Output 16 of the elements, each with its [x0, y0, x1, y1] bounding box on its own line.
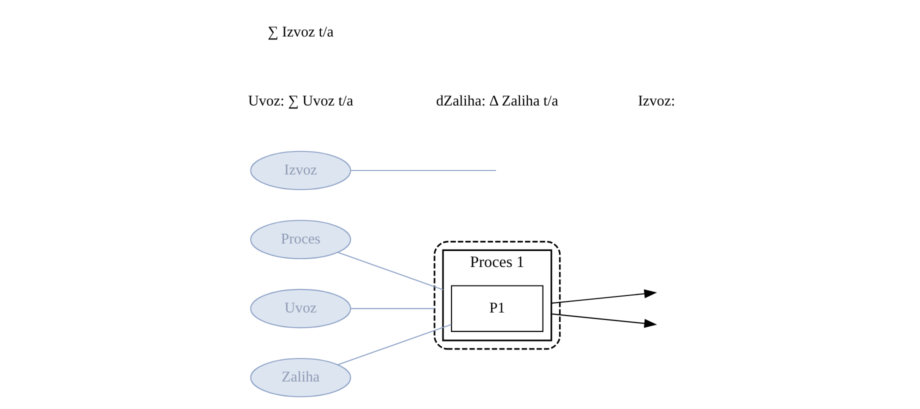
- connector: [350, 169, 496, 170]
- label: Izvoz:: [638, 92, 676, 109]
- node-ellipse: Uvoz: [250, 288, 352, 328]
- node-ellipse: Zaliha: [250, 357, 352, 397]
- connector: [350, 308, 434, 309]
- connector: [338, 251, 444, 290]
- label: ∑ Izvoz t/a: [268, 24, 334, 40]
- cluster: [434, 240, 561, 350]
- arrow: [551, 288, 657, 304]
- label: dZaliha: Δ Zaliha t/a: [436, 92, 558, 109]
- label: Uvoz: ∑ Uvoz t/a: [248, 92, 354, 109]
- node-ellipse: Izvoz: [250, 150, 352, 190]
- node-ellipse: Proces: [250, 219, 352, 259]
- node-box: P1: [450, 284, 544, 332]
- arrow: [551, 312, 657, 328]
- connector: [338, 324, 452, 365]
